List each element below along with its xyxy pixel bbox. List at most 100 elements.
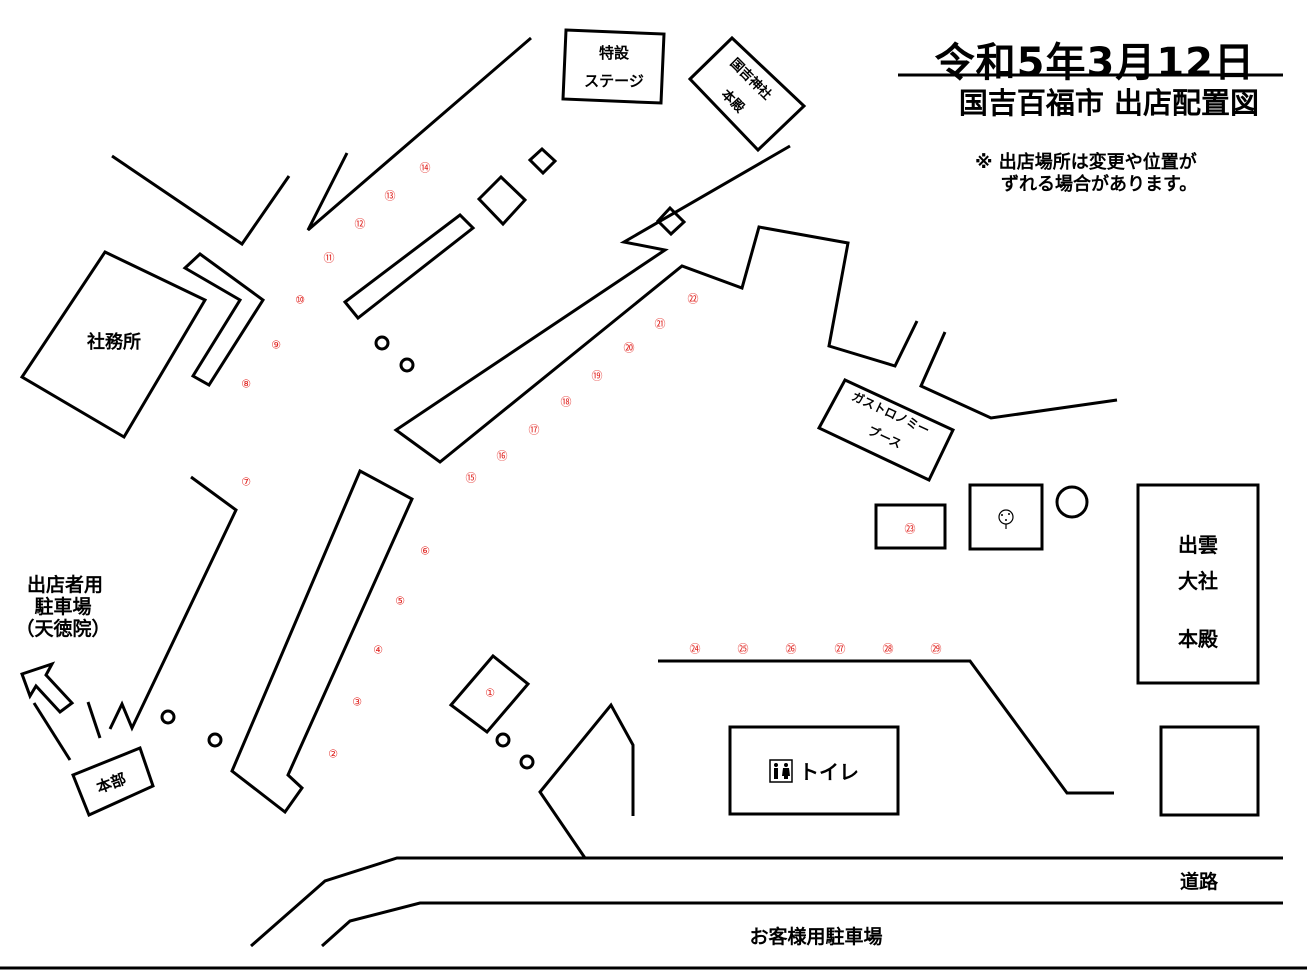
stall-number-20: ⑳ — [624, 342, 635, 355]
road-label: 道路 — [1180, 870, 1219, 893]
stall-bar — [182, 252, 266, 388]
stall-1-booth — [448, 653, 531, 735]
stall-marker-13: ⑬ — [385, 190, 396, 203]
stall-number-1: ① — [485, 687, 495, 700]
post-markers — [160, 335, 535, 770]
stall-23-booth — [874, 503, 947, 550]
stall-number-18: ⑱ — [561, 396, 572, 409]
izumo-label-1: 出雲 — [1178, 533, 1218, 557]
stall-number-27: ㉗ — [835, 643, 846, 656]
stall-marker-14: ⑭ — [420, 162, 431, 175]
office-building — [19, 250, 208, 440]
restroom-icon — [769, 759, 793, 783]
stall-marker-23: ㉓ — [905, 523, 916, 536]
stall-number-19: ⑲ — [592, 370, 603, 383]
stall-number-11: ⑪ — [324, 252, 335, 265]
well-circle — [1055, 485, 1089, 519]
stall-number-5: ⑤ — [395, 595, 405, 608]
arrow-up-left-icon — [20, 661, 75, 715]
path-line — [111, 154, 291, 247]
stall-marker-5: ⑤ — [395, 595, 405, 608]
special-stage-label-2: ステージ — [584, 72, 644, 90]
map-title: 国吉百福市 出店配置図 — [958, 86, 1259, 120]
stall-marker-8: ⑧ — [241, 378, 251, 391]
izumo-label-2: 大社 — [1178, 569, 1218, 593]
path-line — [538, 702, 635, 859]
road-line — [250, 856, 1283, 948]
path-line — [919, 331, 1118, 420]
izumo-label-3: 本殿 — [1178, 627, 1219, 651]
stall-number-3: ③ — [352, 696, 362, 709]
stall-number-6: ⑥ — [420, 545, 430, 558]
vendor-parking-label-3: （天徳院） — [15, 617, 110, 640]
toilet-label: トイレ — [799, 760, 859, 784]
stall-number-16: ⑯ — [497, 450, 508, 463]
stall-marker-7: ⑦ — [241, 476, 251, 489]
stall-number-8: ⑧ — [241, 378, 251, 391]
stall-number-10: ⑩ — [295, 294, 305, 307]
stall-marker-9: ⑨ — [271, 339, 281, 352]
path-line — [393, 144, 919, 464]
stall-marker-26: ㉖ — [786, 643, 797, 656]
stall-number-23: ㉓ — [905, 523, 916, 536]
office-label: 社務所 — [87, 331, 141, 353]
stall-marker-3: ③ — [352, 696, 362, 709]
stall-number-28: ㉘ — [883, 643, 894, 656]
stall-marker-2: ② — [328, 748, 338, 761]
customer-parking-label: お客様用駐車場 — [749, 925, 882, 948]
gastronomy-booth — [816, 378, 956, 482]
notice-line-1: ※ 出店場所は変更や位置が — [975, 152, 1197, 173]
event-date: 令和5年3月12日 — [934, 40, 1255, 86]
structure-square — [1159, 725, 1260, 817]
stall-marker-1: ① — [485, 687, 495, 700]
stall-marker-12: ⑫ — [355, 218, 366, 231]
path-line — [108, 475, 238, 732]
stall-marker-16: ⑯ — [497, 450, 508, 463]
structure-square — [655, 205, 687, 237]
stall-marker-22: ㉒ — [688, 293, 699, 306]
stall-marker-19: ⑲ — [592, 370, 603, 383]
structure-square — [476, 174, 528, 227]
stall-marker-25: ㉕ — [738, 643, 749, 656]
stall-bar — [230, 468, 414, 815]
stall-number-26: ㉖ — [786, 643, 797, 656]
special-stage — [561, 28, 666, 105]
stall-number-25: ㉕ — [738, 643, 749, 656]
stall-number-14: ⑭ — [420, 162, 431, 175]
toilet-building — [728, 725, 900, 816]
headquarters — [71, 746, 155, 818]
stall-number-13: ⑬ — [385, 190, 396, 203]
stall-marker-15: ⑮ — [466, 472, 477, 485]
stall-number-22: ㉒ — [688, 293, 699, 306]
izumo-shrine — [1136, 483, 1260, 685]
stall-marker-18: ⑱ — [561, 396, 572, 409]
stall-number-15: ⑮ — [466, 472, 477, 485]
stall-marker-6: ⑥ — [420, 545, 430, 558]
stall-marker-29: ㉙ — [931, 643, 942, 656]
tree-enclosure — [968, 483, 1044, 551]
vendor-parking-label-1: 出店者用 — [27, 573, 103, 596]
structure-square — [527, 146, 558, 176]
stall-marker-10: ⑩ — [295, 294, 305, 307]
stall-marker-4: ④ — [373, 644, 383, 657]
stall-marker-27: ㉗ — [835, 643, 846, 656]
notice: ※ 出店場所は変更や位置が ずれる場合があります。 — [975, 152, 1197, 196]
stall-marker-21: ㉑ — [655, 318, 666, 331]
special-stage-label-1: 特設 — [599, 44, 630, 62]
stall-marker-20: ⑳ — [624, 342, 635, 355]
stall-number-29: ㉙ — [931, 643, 942, 656]
kuniyoshi-shrine — [687, 35, 807, 153]
stall-number-2: ② — [328, 748, 338, 761]
stall-marker-28: ㉘ — [883, 643, 894, 656]
stall-number-24: ㉔ — [690, 643, 701, 656]
notice-line-2: ずれる場合があります。 — [1001, 174, 1198, 195]
stall-number-21: ㉑ — [655, 318, 666, 331]
road-line — [321, 901, 1283, 948]
vendor-parking-label-2: 駐車場 — [34, 595, 91, 618]
path-line — [658, 659, 1114, 795]
stall-marker-24: ㉔ — [690, 643, 701, 656]
stall-bar — [342, 213, 476, 321]
path-line — [306, 36, 532, 232]
